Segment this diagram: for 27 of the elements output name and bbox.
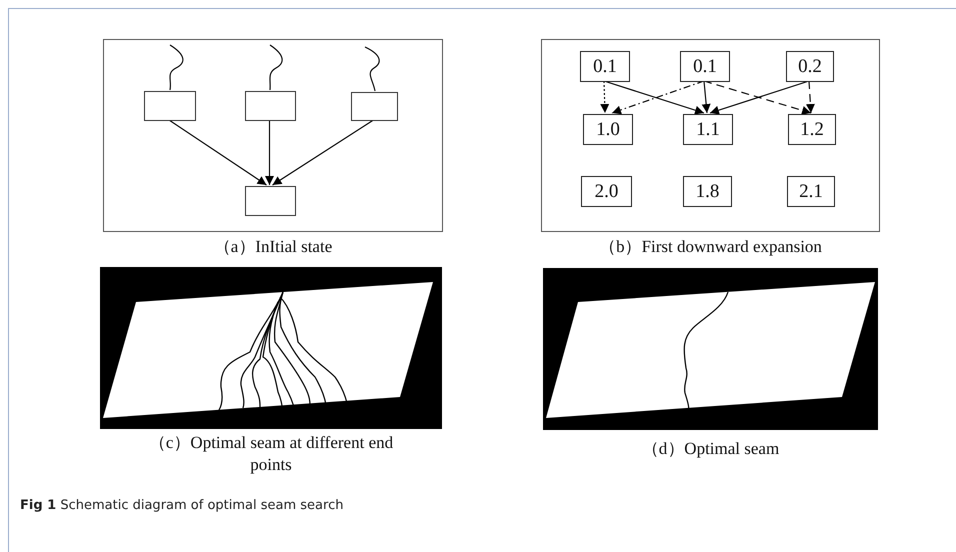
wavy-line [364, 46, 380, 92]
value-box: 0.1 [680, 51, 730, 82]
figure-caption: Fig 1 Schematic diagram of optimal seam search [20, 498, 344, 513]
value-box: 1.8 [683, 176, 732, 207]
value-box: 2.0 [581, 176, 632, 207]
arrow [702, 80, 711, 114]
value-box: 0.1 [580, 51, 630, 82]
panel-caption: （c）Optimal seam at different end points [148, 432, 394, 476]
panel-caption: （b）First downward expansion [598, 236, 823, 258]
arrow [806, 80, 815, 114]
empty-box [245, 186, 296, 216]
value-box: 2.1 [787, 176, 835, 207]
arrow [600, 80, 610, 114]
arrow [168, 120, 267, 186]
panel-caption: （d）Optimal seam [640, 438, 780, 460]
value-box: 1.2 [788, 114, 836, 145]
empty-box [144, 91, 196, 121]
arrow [272, 120, 374, 186]
wavy-line [269, 44, 283, 90]
empty-box [245, 91, 296, 121]
value-box: 0.2 [786, 51, 834, 82]
arrow [265, 120, 274, 185]
value-box: 1.0 [583, 114, 633, 145]
wavy-line [169, 44, 184, 90]
empty-box [351, 92, 398, 121]
panel-caption: （a）InItial state [212, 236, 334, 258]
value-box: 1.1 [683, 114, 733, 145]
